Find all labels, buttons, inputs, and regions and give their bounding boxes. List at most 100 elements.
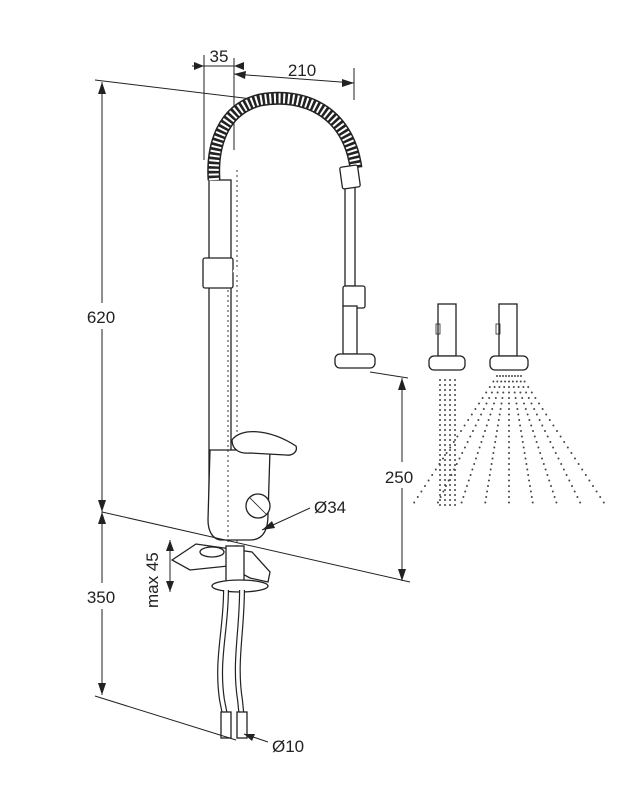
spray-drop <box>473 463 476 465</box>
spray-drop <box>527 474 530 476</box>
spray-drop <box>508 441 510 443</box>
spray-drop <box>573 490 576 493</box>
spray-drop <box>514 375 516 377</box>
spray-drop <box>517 375 519 377</box>
spray-drop <box>552 424 555 427</box>
spray-drop <box>444 454 446 456</box>
spray-drop <box>484 501 487 504</box>
spray-drop <box>508 419 510 421</box>
spray-drop <box>570 452 573 454</box>
spray-drop <box>454 424 456 426</box>
spray-drop <box>449 454 451 456</box>
spray-drop <box>488 474 491 476</box>
spray-drop <box>511 380 514 383</box>
spray-drop <box>503 386 506 388</box>
spray-drop <box>538 402 540 405</box>
spray-drop <box>491 408 494 410</box>
spray-drop <box>533 435 536 438</box>
spray-drop <box>449 489 451 491</box>
spray-drop <box>470 413 473 416</box>
spray-drop <box>449 504 451 506</box>
spray-drop <box>487 419 490 421</box>
spray-drop <box>477 419 480 421</box>
spray-drop <box>424 485 426 487</box>
spray-drop <box>548 479 551 482</box>
spray-drop <box>444 489 446 491</box>
spray-drop <box>508 435 510 438</box>
spray-drop <box>508 463 510 465</box>
spray-drop <box>491 457 494 460</box>
spray-drop <box>528 419 531 421</box>
spray-drop <box>442 490 445 493</box>
spray-drop <box>449 439 451 441</box>
spray-drop <box>449 464 451 466</box>
spray-drop <box>482 435 485 438</box>
spray-drop <box>522 386 525 388</box>
spray-drop <box>574 457 576 460</box>
spray-drop <box>492 380 495 383</box>
spray-drop <box>445 485 447 487</box>
spray-drop <box>439 409 441 411</box>
spray-drop <box>539 452 542 454</box>
spray-drop <box>439 469 441 471</box>
spray-drop <box>489 468 492 471</box>
spray-drop <box>551 490 554 493</box>
spray-drop <box>439 499 441 501</box>
spray-drop <box>454 504 456 506</box>
spray-drop <box>444 504 446 506</box>
spray-drop <box>449 444 451 446</box>
spray-drop <box>444 389 446 391</box>
spray-drop <box>444 499 446 501</box>
spray-drop <box>508 413 510 416</box>
spray-drop <box>485 496 488 498</box>
label-total-height: 620 <box>87 308 115 327</box>
spray-drop <box>505 375 507 377</box>
spray-drop <box>454 389 456 391</box>
spray-drop <box>523 402 525 405</box>
spray-drop <box>449 449 451 451</box>
spray-drop <box>496 430 498 432</box>
spring-coil <box>207 91 363 181</box>
spray-drop <box>449 409 451 411</box>
spray-drop <box>579 501 582 504</box>
spray-drop <box>460 430 462 432</box>
spray-drop <box>544 430 546 432</box>
spray-drop <box>420 490 423 493</box>
dimension-hose-diameter: Ø10 <box>243 733 304 756</box>
spray-drop <box>576 496 579 498</box>
spray-drop <box>439 489 441 491</box>
spray-drop <box>520 375 522 377</box>
spray-drop <box>523 452 526 454</box>
spray-drop <box>444 459 446 461</box>
spray-drop <box>449 399 451 401</box>
spray-drop <box>516 408 519 410</box>
spray-drop <box>444 494 446 496</box>
spray-drop <box>449 424 451 426</box>
spray-drop <box>474 424 477 427</box>
spray-drop <box>494 441 497 443</box>
spray-drop <box>552 446 555 449</box>
spray-drop <box>508 479 510 482</box>
spray-drop <box>554 452 557 454</box>
spray-drop <box>512 386 515 388</box>
spray-drop <box>519 380 522 383</box>
spray-drop <box>456 435 459 438</box>
spray-drop <box>454 479 456 481</box>
spray-drop <box>581 468 584 471</box>
spray-drop <box>530 402 533 405</box>
spray-drop <box>454 419 456 421</box>
spray-drop <box>493 386 496 388</box>
spray-drop <box>524 408 527 410</box>
spray-drop <box>508 375 510 377</box>
spray-drop <box>568 479 571 482</box>
spray-drop <box>431 474 434 476</box>
spray-drop <box>528 479 531 482</box>
dimension-counter-thickness: max 45 <box>143 540 174 608</box>
spray-drop <box>508 386 510 388</box>
spray-drop <box>461 452 464 454</box>
spray-drop <box>447 479 450 482</box>
spray-drop <box>449 414 451 416</box>
spray-drop <box>449 484 451 486</box>
spray-drop <box>550 485 552 487</box>
